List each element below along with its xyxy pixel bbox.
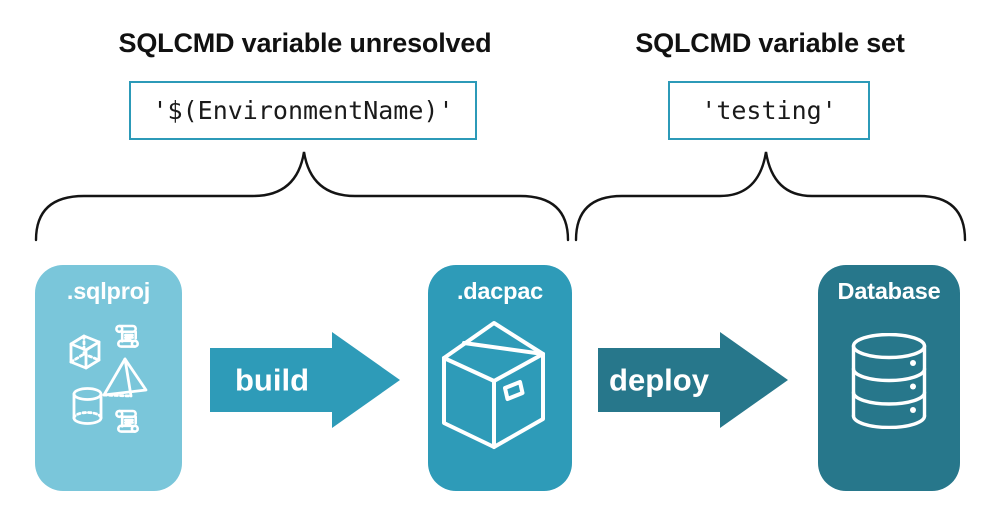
package-box-icon [442, 321, 545, 449]
left-heading: SQLCMD variable unresolved [118, 28, 492, 58]
right-brace [574, 151, 967, 242]
unresolved-variable-box: '$(EnvironmentName)' [129, 81, 477, 140]
script-scroll-icon [115, 409, 139, 433]
build-arrow-label: build [235, 363, 309, 398]
sql-project-shapes-icon [69, 324, 148, 433]
node-database: Database [818, 265, 960, 491]
left-brace [34, 151, 570, 242]
node-dacpac-label: .dacpac [456, 278, 544, 304]
script-scroll-icon [115, 324, 139, 348]
node-dacpac: .dacpac [428, 265, 572, 491]
deploy-arrow-shape [598, 332, 788, 428]
cylinder-icon [72, 387, 103, 425]
cube-icon [69, 334, 101, 370]
node-sqlproj-label: .sqlproj [66, 278, 151, 304]
build-arrow: build [210, 332, 400, 428]
node-database-label: Database [837, 278, 941, 304]
right-heading: SQLCMD variable set [635, 28, 905, 58]
deploy-arrow-label: deploy [609, 363, 710, 398]
pyramid-icon [102, 357, 148, 398]
unresolved-variable-text: '$(EnvironmentName)' [152, 96, 454, 125]
resolved-variable-box: 'testing' [668, 81, 870, 140]
build-arrow-shape [210, 332, 400, 428]
node-sqlproj: .sqlproj [35, 265, 182, 491]
database-cylinder-icon [851, 333, 927, 429]
deploy-arrow: deploy [598, 332, 788, 428]
resolved-variable-text: 'testing' [701, 96, 837, 125]
